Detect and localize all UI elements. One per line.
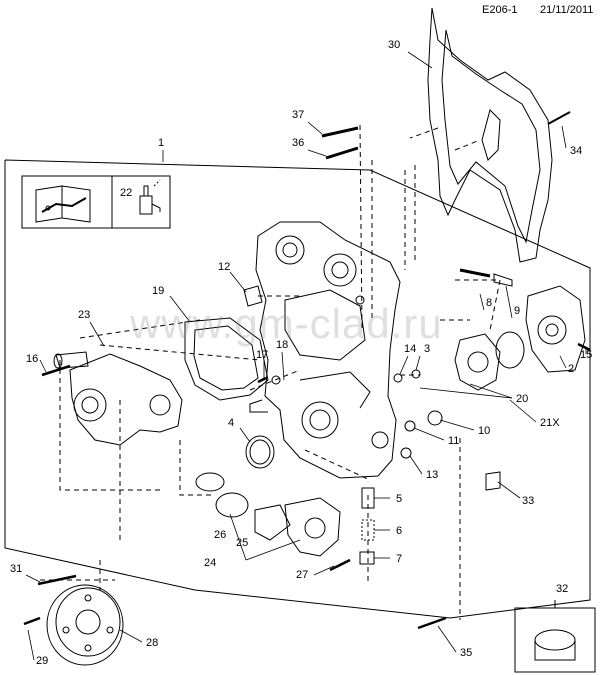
callout-8: 8 <box>486 297 492 309</box>
callout-14: 14 <box>404 343 416 355</box>
callout-23: 23 <box>78 309 90 321</box>
callout-16: 16 <box>26 353 38 365</box>
callout-31: 31 <box>10 563 22 575</box>
relief-plug <box>493 273 513 287</box>
callout-12: 12 <box>218 261 230 273</box>
pump-pulley <box>46 584 124 666</box>
diagram-date: 21/11/2011 <box>540 4 594 16</box>
grease-applicator-icon <box>139 179 161 215</box>
bolt-37 <box>321 126 359 138</box>
icon-box <box>21 175 171 229</box>
callout-32: 32 <box>556 583 568 595</box>
callout-36: 36 <box>292 137 304 149</box>
callout-29: 29 <box>36 655 48 667</box>
callout-25: 25 <box>236 537 248 549</box>
bolt-17 <box>257 376 267 384</box>
plug-12 <box>243 285 263 307</box>
callout-labels: 1 2 3 4 5 6 7 8 9 10 11 12 13 14 15 16 1… <box>10 39 592 667</box>
diagram-code: E206-1 <box>482 4 518 16</box>
plug-33 <box>485 471 501 491</box>
callout-11: 11 <box>448 435 459 447</box>
callout-20: 20 <box>516 393 528 405</box>
callout-33: 33 <box>522 495 534 507</box>
callout-2: 2 <box>568 363 574 375</box>
relief-spring <box>459 268 491 278</box>
assembly-boundary <box>4 159 591 619</box>
seal-ring <box>245 435 275 469</box>
callout-28: 28 <box>146 637 158 649</box>
rear-cover-window <box>481 109 501 161</box>
oil-pump-cover <box>525 285 586 373</box>
callout-30: 30 <box>388 39 400 51</box>
pump-gasket-inner <box>193 325 259 391</box>
front-timing-cover <box>249 221 401 479</box>
bolt-16 <box>41 364 71 377</box>
callout-7: 7 <box>396 553 402 565</box>
callout-1: 1 <box>158 137 164 149</box>
bolt-31 <box>37 574 77 586</box>
callout-17: 17 <box>256 349 268 361</box>
pump-gasket <box>184 317 269 401</box>
callout-21X: 21X <box>540 417 560 429</box>
callout-15: 15 <box>580 349 592 361</box>
callout-27: 27 <box>296 569 308 581</box>
callout-26: 26 <box>214 529 226 541</box>
screw-plug-32 <box>534 629 576 651</box>
service-manual-book-icon <box>35 185 91 223</box>
inset-box <box>514 607 596 673</box>
callout-4: 4 <box>228 417 234 429</box>
callout-13: 13 <box>426 469 438 481</box>
callout-37: 37 <box>292 109 304 121</box>
thermostat-assembly <box>195 472 341 557</box>
callout-6: 6 <box>396 525 402 537</box>
callout-leaders <box>25 51 587 661</box>
callout-34: 34 <box>570 145 582 157</box>
valve-spring <box>361 519 375 541</box>
bolt-35 <box>417 616 447 630</box>
washer-3 <box>411 369 421 379</box>
callout-10: 10 <box>478 425 490 437</box>
seal-14 <box>393 373 403 383</box>
callout-9: 9 <box>514 305 520 317</box>
valve-plug <box>359 551 375 565</box>
callout-24: 24 <box>204 557 216 569</box>
water-pump-housing <box>53 351 183 446</box>
seal-10 <box>427 410 443 426</box>
bolt-34 <box>547 111 571 125</box>
bolt-15 <box>577 342 591 352</box>
leader-lines <box>40 124 501 620</box>
oil-pump-rotor <box>454 331 525 391</box>
callout-35: 35 <box>460 647 472 659</box>
callout-3: 3 <box>424 343 430 355</box>
rear-cover-inner <box>441 29 541 244</box>
callout-18: 18 <box>276 339 288 351</box>
callout-19: 19 <box>152 285 164 297</box>
o-ring-11 <box>404 420 416 432</box>
bolt-36 <box>325 146 359 160</box>
bolt-27 <box>329 558 351 572</box>
bolt-29 <box>23 616 41 626</box>
callout-22: 22 <box>120 187 132 199</box>
callout-5: 5 <box>396 493 402 505</box>
plug-13 <box>400 447 412 459</box>
rear-cover-gasket <box>427 7 553 263</box>
